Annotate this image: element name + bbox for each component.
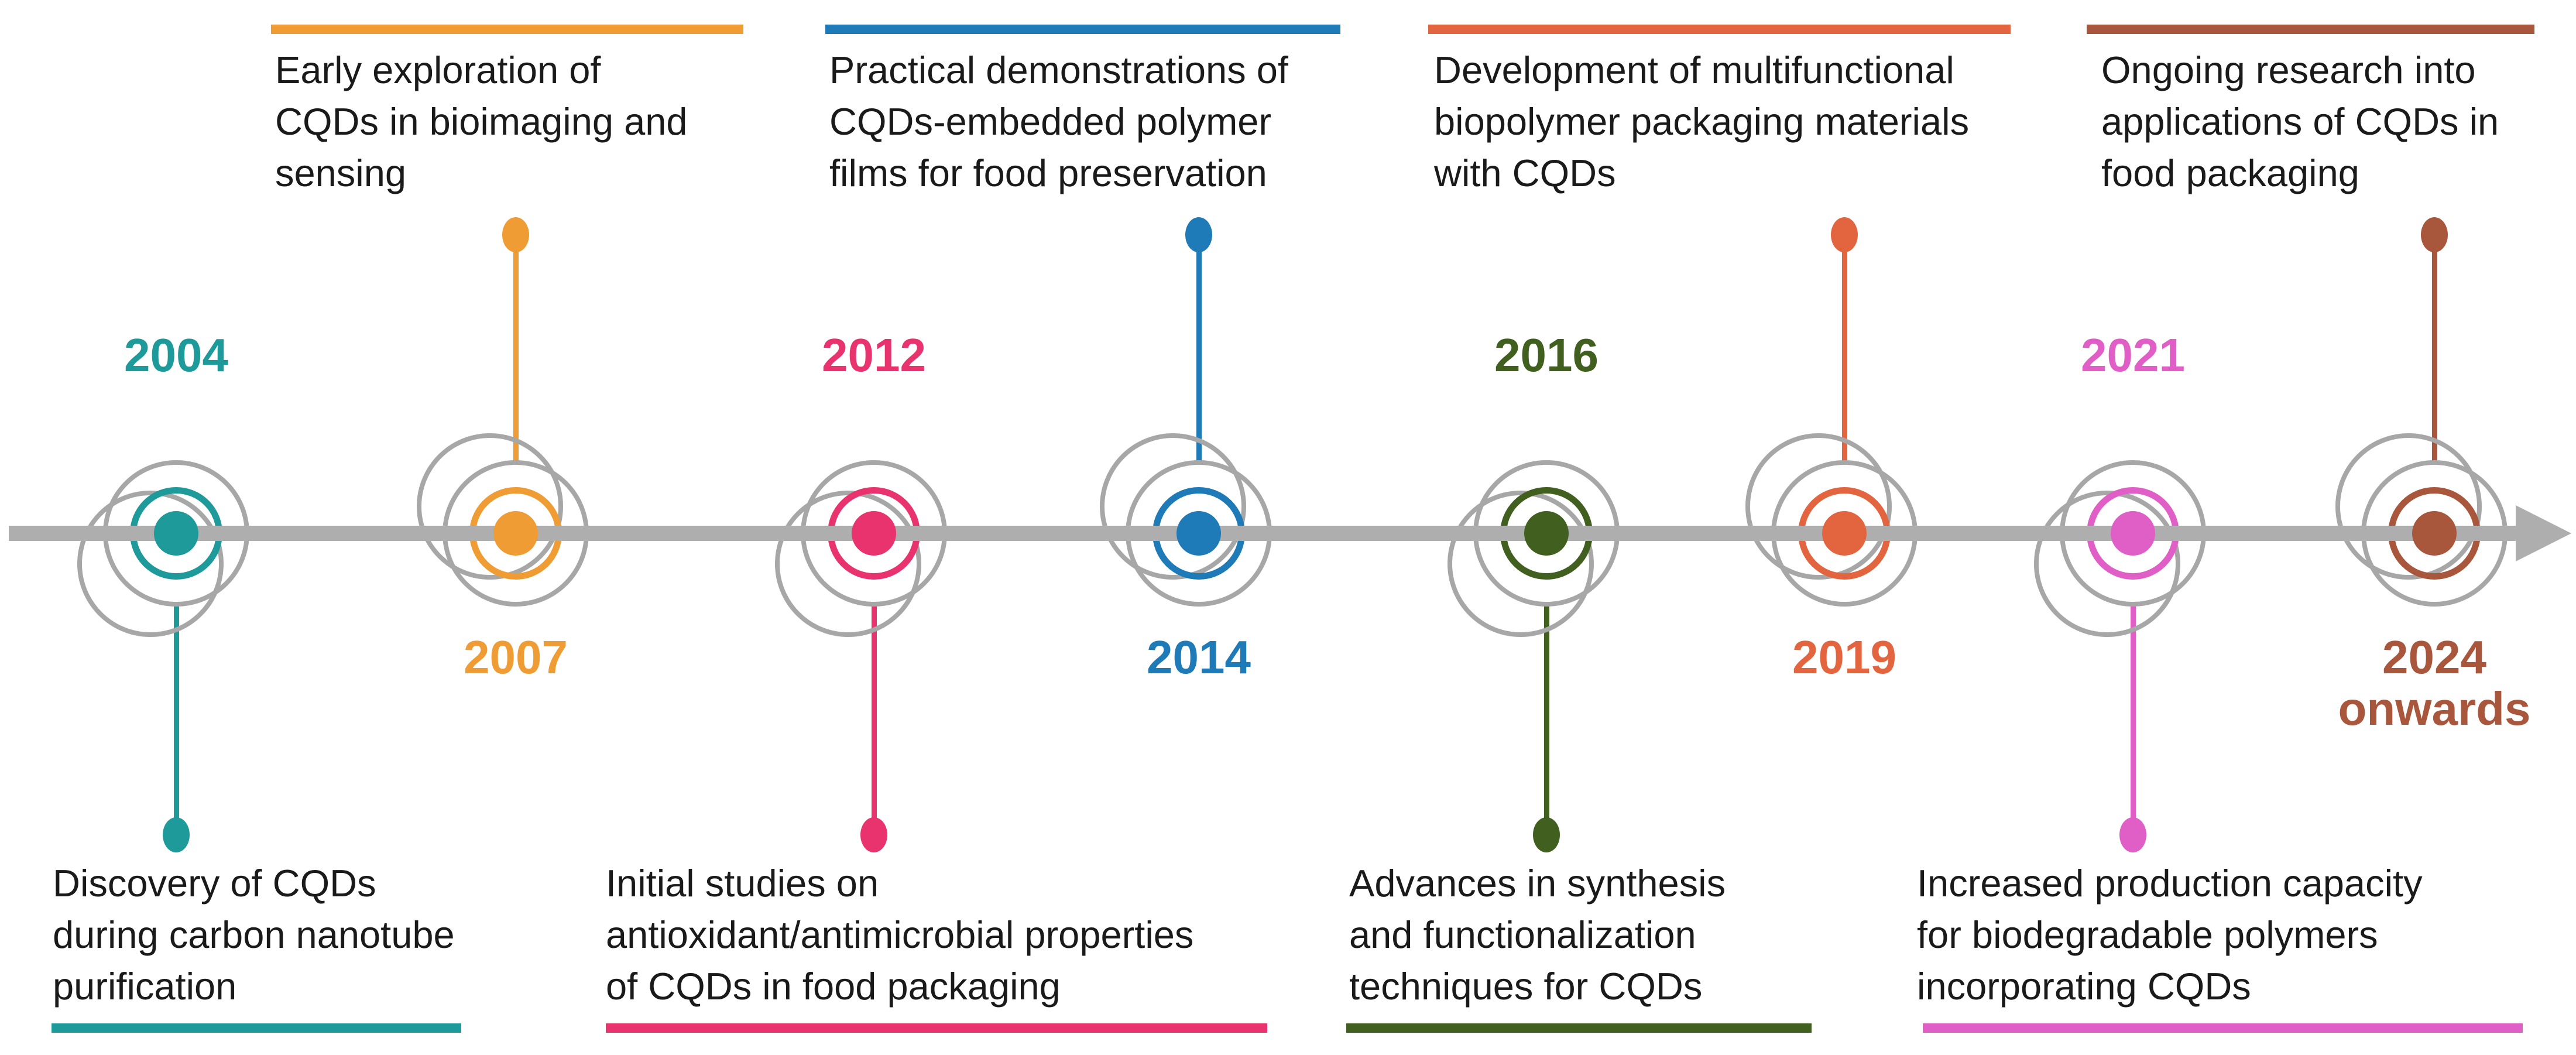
milestone-2016-dot — [1524, 511, 1569, 556]
year-label-2014: 2014 — [1147, 631, 1251, 683]
milestone-2004-dot — [154, 511, 198, 556]
milestone-2021-stem — [2131, 605, 2136, 820]
milestone-2004-stem — [174, 605, 179, 820]
year-label-2007: 2007 — [464, 631, 568, 683]
timeline-arrowhead-icon — [2516, 505, 2571, 561]
year-label-2012: 2012 — [822, 329, 926, 381]
milestone-2007-stem — [513, 252, 519, 461]
accent-bar-2004 — [52, 1023, 461, 1033]
milestone-2007-stem-dot — [502, 217, 529, 252]
milestone-2019-dot — [1822, 511, 1867, 556]
milestone-2021-description: Increased production capacity for biodeg… — [1917, 862, 2423, 1008]
milestone-2024-stem — [2432, 252, 2437, 461]
milestone-2014-stem — [1196, 252, 1202, 461]
milestone-2012-description: Initial studies on antioxidant/antimicro… — [606, 862, 1194, 1008]
milestone-2024-description: Ongoing research into applications of CQ… — [2101, 49, 2499, 194]
milestone-2012-stem-dot — [860, 817, 887, 852]
milestone-2016-stem — [1544, 605, 1549, 820]
milestone-2014-stem-dot — [1185, 217, 1212, 252]
milestone-2004-description: Discovery of CQDs during carbon nanotube… — [53, 862, 455, 1008]
milestone-2012-stem — [872, 605, 877, 820]
milestone-2019-stem-dot — [1831, 217, 1858, 252]
milestone-2019-stem — [1842, 252, 1847, 461]
year-label-2004: 2004 — [124, 329, 228, 381]
timeline-axis — [9, 526, 2517, 541]
milestone-2024-dot — [2412, 511, 2457, 556]
milestone-2021-dot — [2111, 511, 2155, 556]
milestone-2024-stem-dot — [2421, 217, 2448, 252]
accent-bar-2019 — [1428, 25, 2011, 34]
year-label-2021: 2021 — [2081, 329, 2185, 381]
accent-bar-2012 — [606, 1023, 1267, 1033]
accent-bar-2007 — [271, 25, 743, 34]
year-label-2024: 2024 onwards — [2338, 631, 2531, 735]
accent-bar-2016 — [1346, 1023, 1812, 1033]
milestone-2016-stem-dot — [1533, 817, 1560, 852]
accent-bar-2021 — [1923, 1023, 2523, 1033]
milestone-2016-description: Advances in synthesis and functionalizat… — [1349, 862, 1726, 1008]
milestone-2021-stem-dot — [2119, 817, 2146, 852]
milestone-2019-description: Development of multifunctional biopolyme… — [1434, 49, 1970, 194]
milestone-2004-stem-dot — [163, 817, 190, 852]
milestone-2007-dot — [493, 511, 538, 556]
year-label-2019: 2019 — [1792, 631, 1896, 683]
year-label-2016: 2016 — [1494, 329, 1599, 381]
accent-bar-2024 — [2087, 25, 2534, 34]
accent-bar-2014 — [825, 25, 1340, 34]
milestone-2014-dot — [1176, 511, 1221, 556]
milestone-2012-dot — [852, 511, 896, 556]
milestone-2007-description: Early exploration of CQDs in bioimaging … — [275, 49, 688, 194]
milestone-2014-description: Practical demonstrations of CQDs-embedde… — [829, 49, 1288, 194]
